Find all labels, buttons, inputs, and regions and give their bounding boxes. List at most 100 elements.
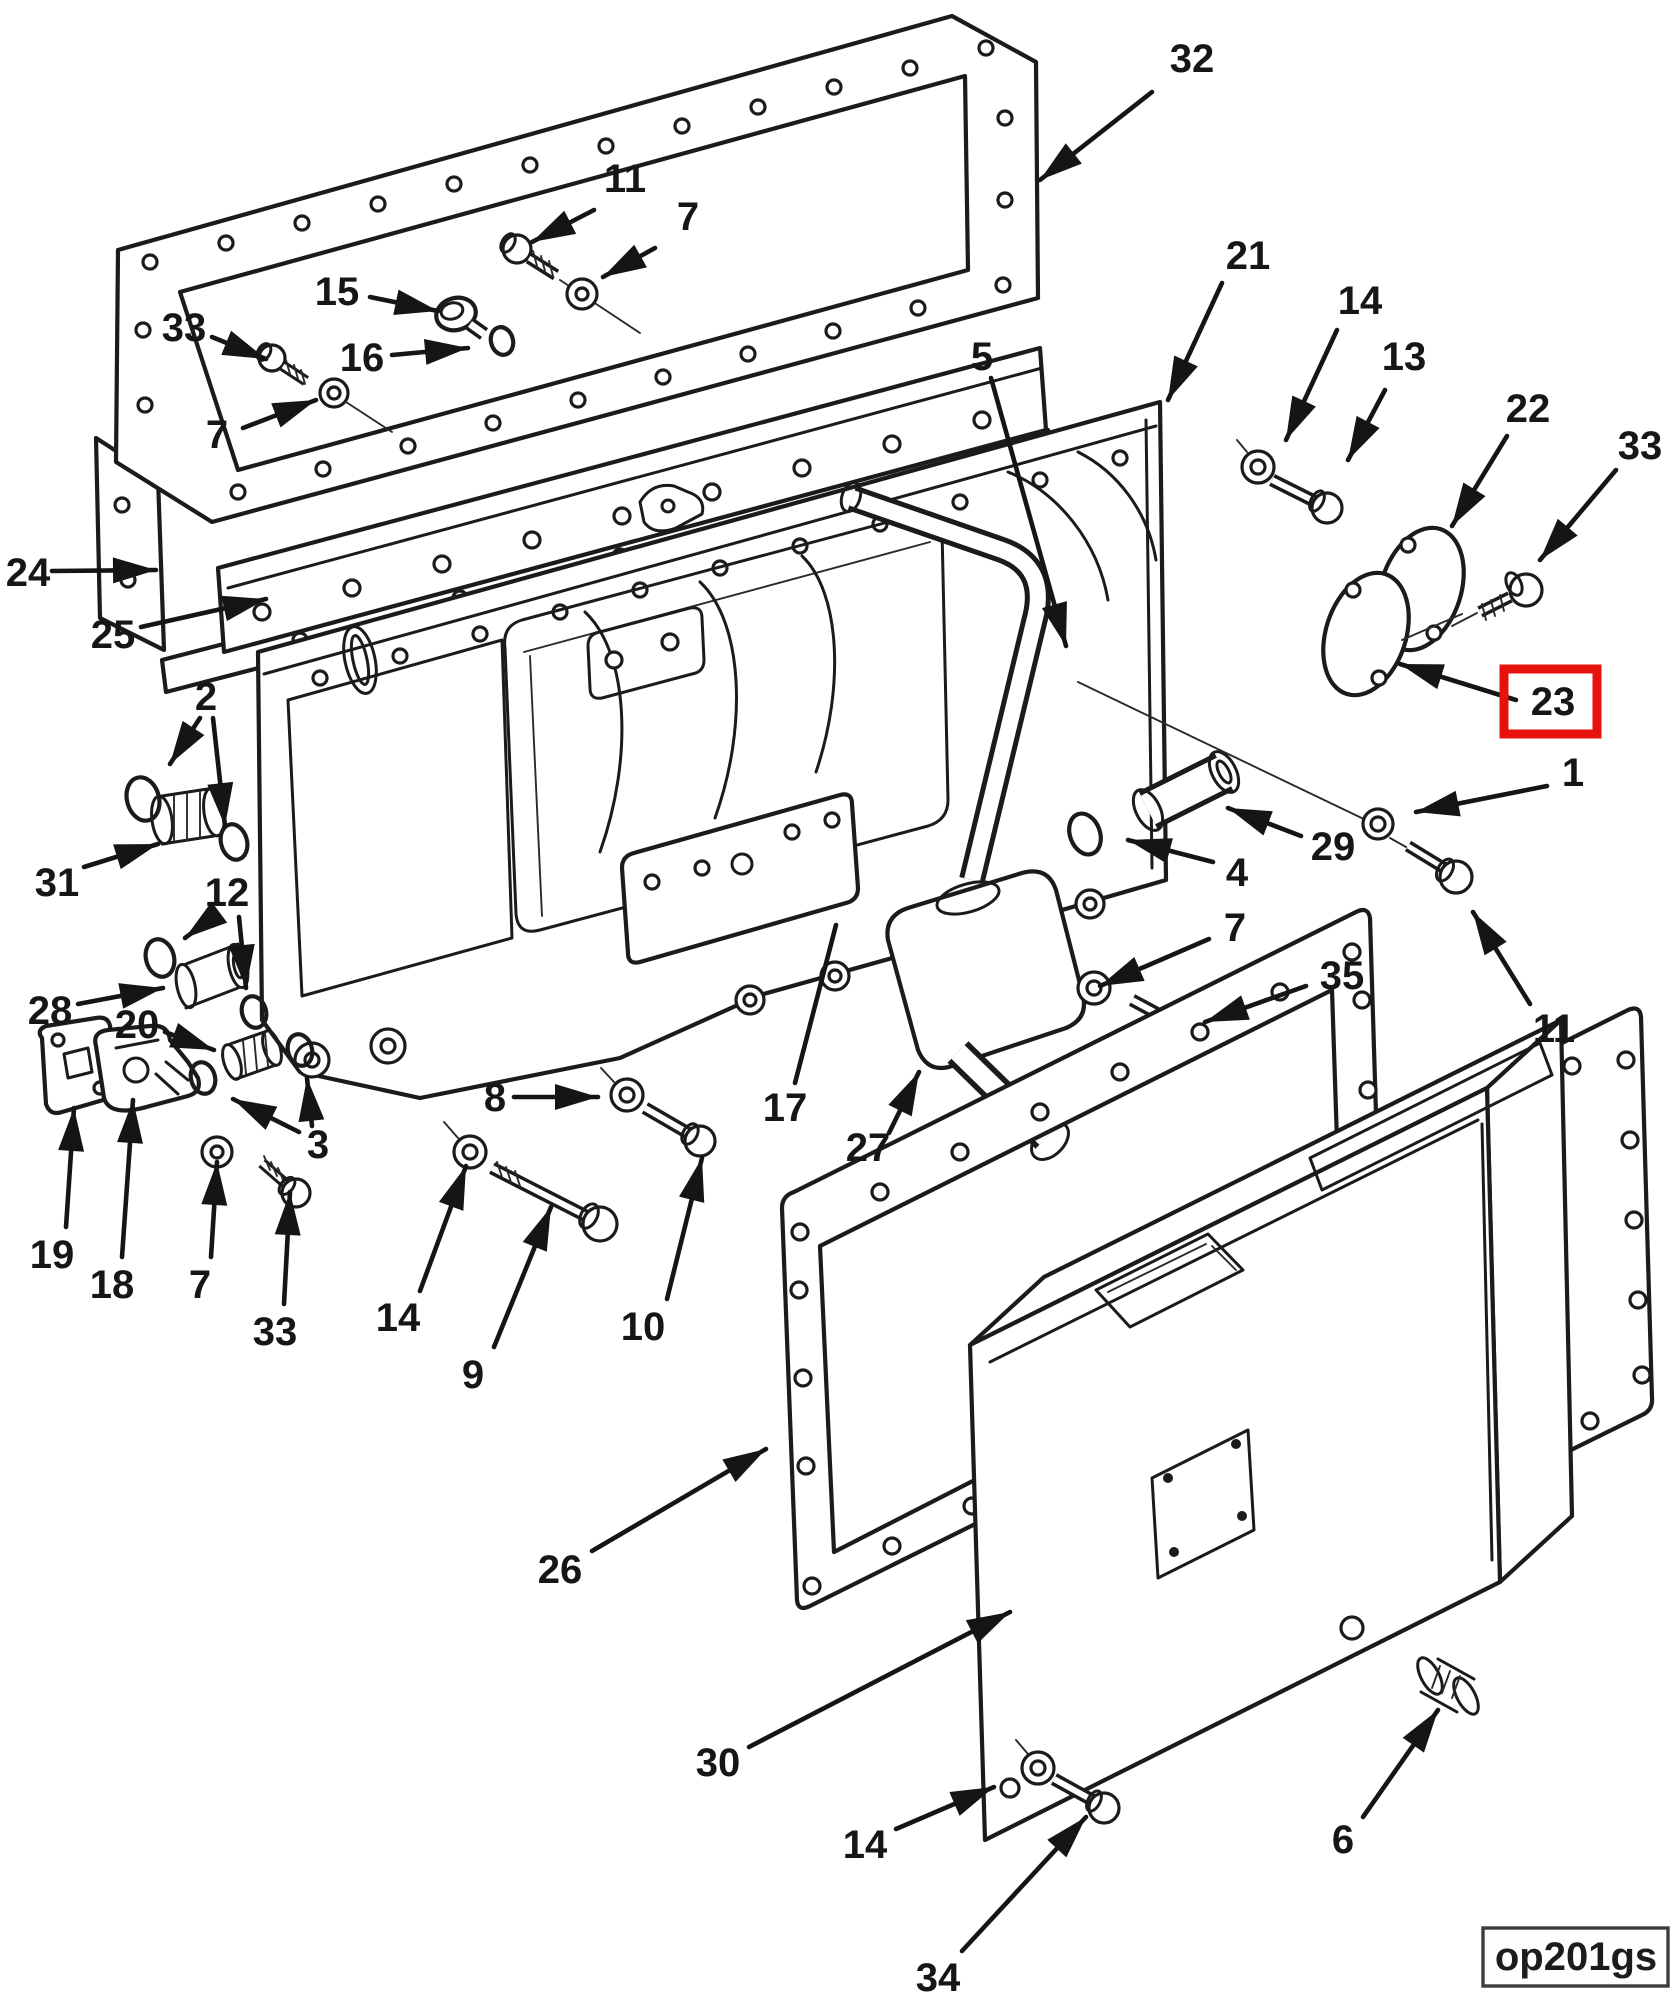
leader-arrow (1413, 783, 1550, 817)
callout-9: 9 (462, 1204, 554, 1397)
bottom-hardware-art (1015, 1739, 1121, 1825)
callout-25: 25 (91, 595, 269, 657)
callout-7: 7 (189, 1159, 228, 1307)
callout-label-14: 14 (843, 1823, 888, 1867)
leader-arrow (230, 1096, 302, 1135)
callout-33: 33 (253, 1189, 301, 1354)
callout-label-16: 16 (340, 336, 385, 380)
leader-arrow (207, 715, 234, 829)
tube-29-art (1067, 750, 1241, 857)
leader-arrow (600, 244, 658, 280)
callout-13: 13 (1345, 335, 1427, 463)
leader-arrow (49, 557, 159, 584)
leader-arrow (988, 375, 1069, 649)
callout-label-5: 5 (971, 335, 993, 379)
callout-label-30: 30 (696, 1741, 741, 1785)
bottom-cover-30-art (967, 1017, 1575, 1843)
callout-33: 33 (162, 306, 269, 362)
callout-label-21: 21 (1226, 234, 1271, 278)
left-cluster-art (37, 775, 717, 1243)
figure-code-label: op201gs (1495, 1935, 1657, 1979)
leader-arrow (664, 1155, 705, 1302)
leader-arrow (1125, 837, 1216, 865)
callout-6: 6 (1332, 1707, 1441, 1862)
leader-arrow (298, 1075, 325, 1129)
leader-arrow (182, 901, 228, 941)
breather-pipe-5-art (839, 480, 1051, 884)
leader-arrow (959, 1814, 1089, 1954)
callout-14: 14 (843, 1784, 997, 1867)
callout-3: 3 (230, 1075, 329, 1167)
callout-7: 7 (600, 195, 699, 280)
plug-6-art (1416, 1656, 1480, 1716)
leader-arrow (117, 1097, 143, 1260)
leader-arrow (1202, 983, 1309, 1025)
callout-19: 19 (30, 1105, 85, 1277)
cover-plate-25-art (215, 345, 1049, 655)
callout-label-7: 7 (1224, 906, 1246, 950)
leader-arrow (886, 1069, 922, 1136)
callout-33: 33 (1537, 424, 1662, 563)
callout-23: 23 (1397, 661, 1602, 739)
callout-label-9: 9 (462, 1353, 484, 1397)
leader-arrow (274, 1189, 301, 1307)
callout-label-14: 14 (376, 1296, 421, 1340)
callout-30: 30 (696, 1609, 1013, 1785)
callout-label-12: 12 (205, 871, 250, 915)
leader-arrow (209, 330, 269, 362)
callout-label-13: 13 (1382, 335, 1427, 379)
callout-label-7: 7 (189, 1263, 211, 1307)
callout-32: 32 (1037, 37, 1215, 183)
callout-label-25: 25 (91, 613, 136, 657)
leader-arrow (201, 1159, 228, 1260)
leader-arrow (1537, 467, 1619, 563)
callout-label-19: 19 (30, 1233, 75, 1277)
leader-arrow (138, 595, 269, 630)
callout-label-2: 2 (195, 675, 217, 719)
callout-label-14: 14 (1338, 279, 1383, 323)
callout-34: 34 (916, 1814, 1089, 1999)
callout-label-26: 26 (538, 1548, 583, 1592)
leader-arrow (1397, 661, 1519, 703)
callout-label-34: 34 (916, 1956, 961, 1999)
callout-14: 14 (376, 1163, 469, 1340)
gasket-32-art (113, 13, 1041, 525)
leader-line (792, 922, 839, 1086)
callout-label-32: 32 (1170, 37, 1215, 81)
callout-5: 5 (971, 335, 1069, 649)
leader-arrow (75, 983, 166, 1009)
callout-7: 7 (206, 397, 319, 457)
callout-label-6: 6 (1332, 1818, 1354, 1862)
leader-arrow (1449, 433, 1510, 529)
leader-arrow (1225, 805, 1304, 839)
callout-label-1: 1 (1562, 751, 1584, 795)
leader-arrow (1283, 327, 1340, 443)
callout-label-33: 33 (162, 306, 207, 350)
callout-label-28: 28 (28, 989, 73, 1033)
callout-label-15: 15 (315, 270, 360, 314)
leader-arrow (529, 207, 597, 245)
callout-15: 15 (315, 270, 441, 316)
callout-label-23: 23 (1531, 680, 1576, 724)
exploded-view-art (37, 13, 1655, 1843)
callout-label-29: 29 (1311, 825, 1356, 869)
callout-label-11: 11 (604, 157, 646, 201)
callout-10: 10 (621, 1155, 705, 1349)
callout-31: 31 (35, 841, 161, 905)
callout-label-24: 24 (6, 551, 51, 595)
callout-18: 18 (90, 1097, 143, 1307)
leader-arrow (58, 1105, 85, 1230)
callout-label-7: 7 (677, 195, 699, 239)
callout-11: 11 (1470, 909, 1575, 1051)
callout-22: 22 (1449, 387, 1551, 529)
leader-arrow (746, 1609, 1013, 1750)
figure-code-box: op201gs (1481, 1926, 1670, 1988)
callout-27: 27 (846, 1069, 922, 1170)
callout-4: 4 (1125, 837, 1249, 895)
callout-label-11: 11 (1533, 1007, 1575, 1051)
callout-label-22: 22 (1506, 387, 1551, 431)
leader-arrow (167, 715, 205, 767)
callout-label-33: 33 (253, 1310, 298, 1354)
